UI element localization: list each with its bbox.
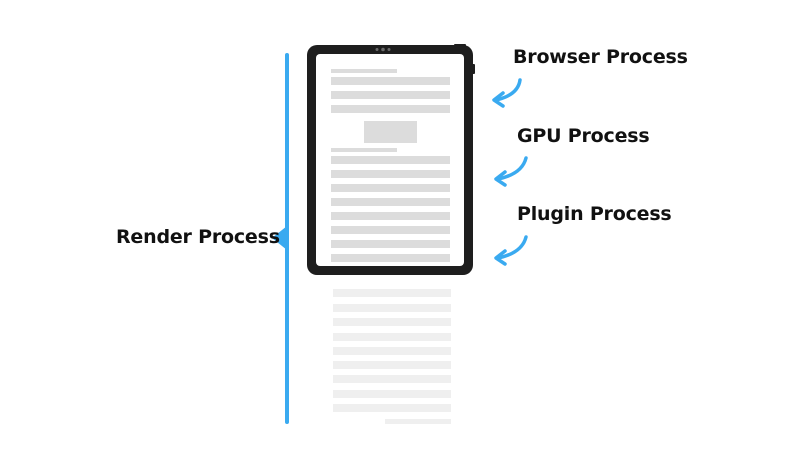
gpu-arrow-curve <box>496 156 528 181</box>
content-bar <box>331 254 450 262</box>
plugin-arrow-head <box>494 249 507 266</box>
content-bar <box>331 212 450 220</box>
render-process-pointer-icon <box>272 226 287 250</box>
plugin-process-label: Plugin Process <box>517 203 672 225</box>
faded-content-bar <box>333 375 451 383</box>
content-heading-bar <box>331 148 397 152</box>
faded-content-bar <box>333 390 451 398</box>
content-heading-bar <box>331 69 397 73</box>
faded-content-bar <box>333 347 451 355</box>
offscreen-page-content <box>333 289 451 424</box>
content-bar <box>331 156 450 164</box>
content-bar <box>331 105 450 113</box>
browser-arrow-head <box>492 91 505 108</box>
gpu-arrow-head <box>494 170 507 187</box>
curved-arrow-icon <box>494 235 528 266</box>
content-bar <box>331 91 450 99</box>
browser-process-label: Browser Process <box>513 46 688 68</box>
faded-content-bar <box>333 289 451 297</box>
screen-page-content <box>331 69 450 262</box>
plugin-arrow-curve <box>496 235 528 260</box>
faded-content-bar <box>333 404 451 412</box>
tablet-camera-icon <box>375 47 391 52</box>
faded-content-bar <box>385 419 451 424</box>
content-bar <box>331 226 450 234</box>
content-image-block <box>364 121 417 143</box>
content-bar <box>331 198 450 206</box>
faded-content-bar <box>333 333 451 341</box>
faded-content-bar <box>333 318 451 326</box>
tablet-icon <box>307 44 475 275</box>
faded-content-bar <box>333 304 451 312</box>
browser-arrow-curve <box>494 78 522 102</box>
curved-arrow-icon <box>494 156 528 187</box>
content-bar <box>331 240 450 248</box>
render-process-label: Render Process <box>116 226 280 248</box>
faded-content-bar <box>333 361 451 369</box>
content-bar <box>331 77 450 85</box>
curved-arrow-icon <box>492 78 522 108</box>
content-bar <box>331 184 450 192</box>
content-bar <box>331 170 450 178</box>
gpu-process-label: GPU Process <box>517 125 650 147</box>
